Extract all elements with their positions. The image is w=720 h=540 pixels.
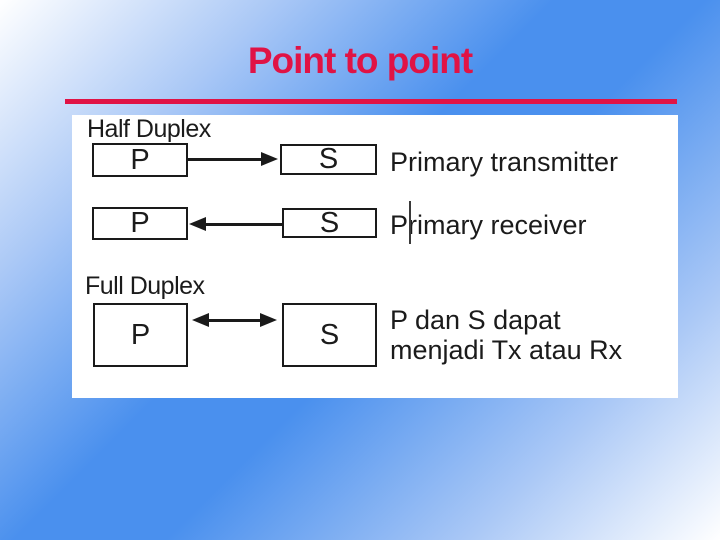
secondary-node-box: S (282, 207, 377, 239)
arrow-right-icon (260, 313, 277, 327)
primary-node-box: P (92, 207, 188, 240)
arrow-line (207, 319, 262, 322)
row-caption-line-1: P dan S dapat (390, 305, 561, 335)
arrow-right-icon (261, 152, 278, 166)
title-divider-rule (65, 99, 677, 104)
half-duplex-label: Half Duplex (87, 115, 211, 143)
arrow-left-icon (189, 217, 206, 231)
secondary-node-box: S (282, 303, 377, 367)
arrow-left-icon (192, 313, 209, 327)
row-caption: P dan S dapat menjadi Tx atau Rx (390, 305, 622, 365)
slide-title: Point to point (247, 40, 473, 81)
secondary-node-box: S (280, 143, 377, 175)
primary-node-box: P (92, 143, 188, 177)
primary-node-box: P (93, 303, 188, 367)
arrow-line (206, 223, 283, 226)
diagram-panel: Half Duplex P S Primary transmitter P S … (72, 115, 678, 398)
text-caret-artifact (409, 201, 411, 244)
arrow-line (188, 158, 263, 161)
row-caption: Primary transmitter (390, 147, 619, 177)
full-duplex-label: Full Duplex (85, 272, 205, 300)
row-caption-line-2: menjadi Tx atau Rx (390, 335, 623, 365)
row-caption: Primary receiver (390, 210, 587, 240)
